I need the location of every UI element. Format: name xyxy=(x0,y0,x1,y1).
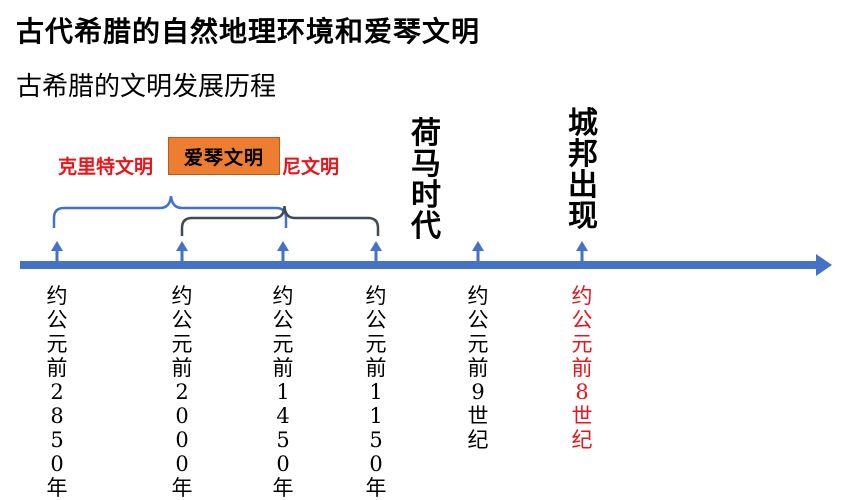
aegean-civilization-box: 爱琴文明 xyxy=(168,137,280,175)
era-label-crete: 克里特文明 xyxy=(58,156,154,178)
tick-arrow-8th-century xyxy=(576,241,588,262)
tick-arrows xyxy=(51,241,588,262)
tick-arrow-2000 xyxy=(176,241,188,262)
timeline-graphic xyxy=(20,195,832,276)
date-label-8th-century: 约公元前8世纪 xyxy=(571,284,593,452)
mycenae-bracket xyxy=(180,205,380,236)
event-homeric-age: 荷马时代 xyxy=(411,116,441,244)
tick-arrow-9th-century xyxy=(472,241,484,262)
tick-arrow-2850 xyxy=(51,241,63,262)
timeline-arrowhead xyxy=(816,254,832,276)
date-label-1450: 约公元前1450年 xyxy=(272,284,294,500)
date-label-1150: 约公元前1150年 xyxy=(365,284,387,500)
slide-title: 古代希腊的自然地理环境和爱琴文明 xyxy=(16,15,481,48)
tick-arrow-1150 xyxy=(370,241,382,262)
event-city-states: 城邦出现 xyxy=(568,106,598,234)
crete-bracket xyxy=(52,195,288,228)
tick-arrow-1450 xyxy=(277,241,289,262)
era-label-mycenae: 尼文明 xyxy=(282,156,340,178)
date-label-9th-century: 约公元前9世纪 xyxy=(467,284,489,452)
date-label-2000: 约公元前2000年 xyxy=(171,284,193,500)
date-label-2850: 约公元前2850年 xyxy=(46,284,68,500)
slide-subtitle: 古希腊的文明发展历程 xyxy=(16,72,277,102)
